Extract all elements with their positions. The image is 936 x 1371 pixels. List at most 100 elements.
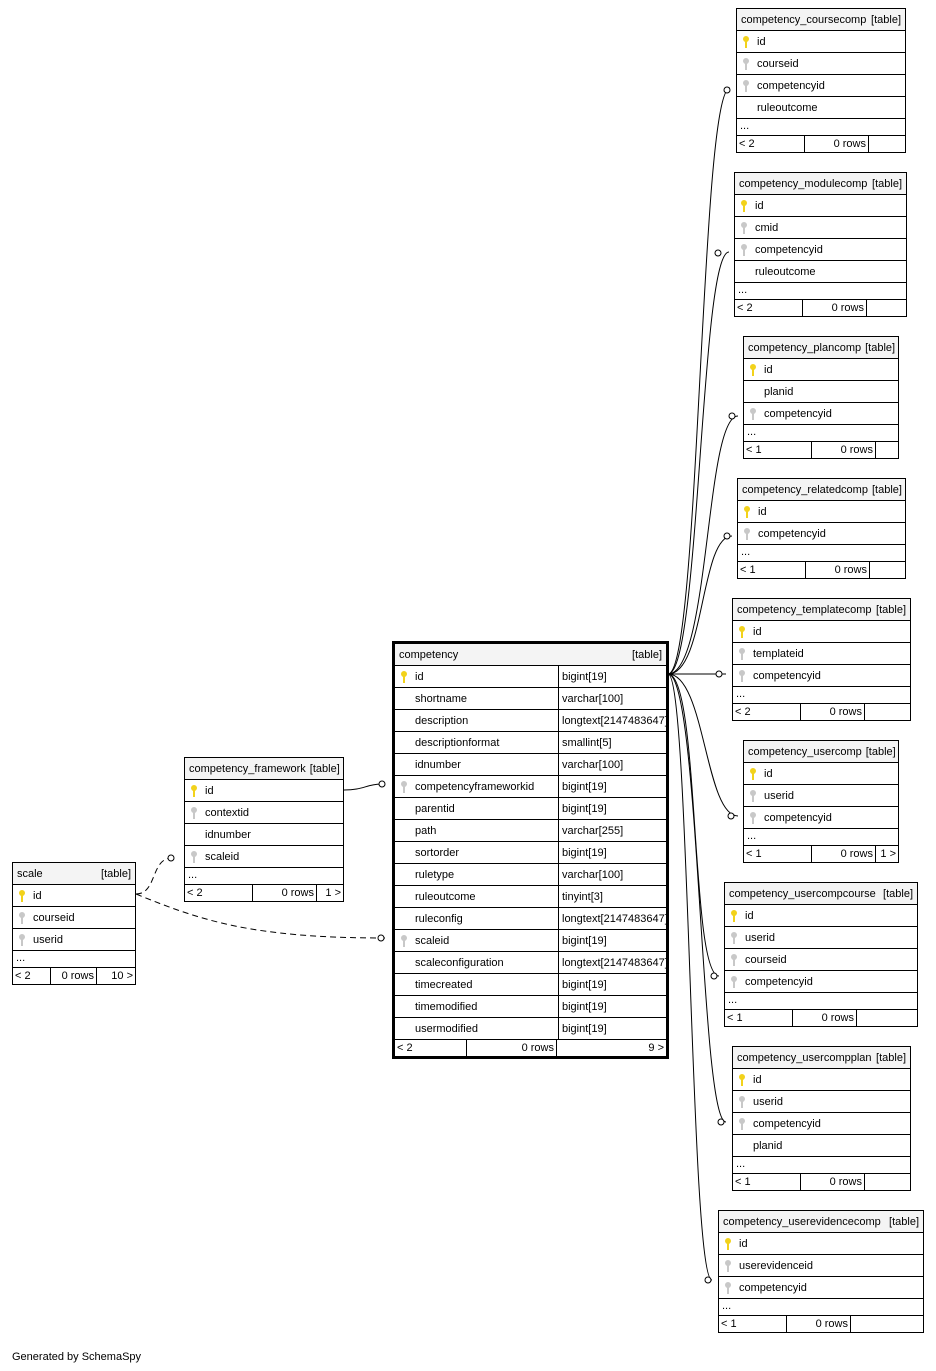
column-row[interactable]: idnumber [185,824,343,846]
column-row[interactable]: ruleoutcome [737,97,905,119]
children-count[interactable] [865,1174,910,1190]
column-row[interactable]: scaleid [185,846,343,868]
parents-count[interactable]: < 2 [185,885,253,901]
children-count[interactable]: 1 > [880,848,896,860]
table-header[interactable]: competency_modulecomp[table] [735,173,906,195]
children-count[interactable] [865,704,910,720]
parents-count[interactable]: < 1 [719,1316,787,1332]
parents-count[interactable]: < 1 [744,846,812,862]
column-row[interactable]: id [719,1233,923,1255]
column-row[interactable]: competencyid [744,403,898,425]
column-row[interactable]: id [733,621,910,643]
column-row[interactable]: competencyid [725,971,917,993]
parents-count[interactable]: < 2 [735,300,803,316]
table-header[interactable]: scale[table] [13,863,135,885]
parents-count[interactable]: < 1 [725,1010,793,1026]
column-row[interactable]: competencyid [719,1277,923,1299]
children-count[interactable] [876,442,898,458]
column-row[interactable]: courseid [737,53,905,75]
column-row[interactable]: id [733,1069,910,1091]
table-header[interactable]: competency_usercomp[table] [744,741,898,763]
children-count[interactable]: 10 > [111,970,133,982]
column-row[interactable]: id [725,905,917,927]
children-count[interactable] [867,300,906,316]
column-row[interactable]: id [737,31,905,53]
column-row[interactable]: planid [733,1135,910,1157]
column-row[interactable]: cmid [735,217,906,239]
children-count[interactable] [870,562,905,578]
column-row[interactable]: id [735,195,906,217]
children-count[interactable]: 1 > [325,887,341,899]
table-header[interactable]: competency_userevidencecomp[table] [719,1211,923,1233]
column-row[interactable]: competencyid [738,523,905,545]
children-count[interactable] [869,136,905,152]
column-row[interactable]: id [744,763,898,785]
column-row[interactable]: id [738,501,905,523]
column-row[interactable]: ruleoutcome [735,261,906,283]
column-row[interactable]: competencyid [735,239,906,261]
column-row[interactable]: templateid [733,643,910,665]
table-header[interactable]: competency_framework[table] [185,758,343,780]
parents-count[interactable]: < 2 [13,968,51,984]
column-row[interactable]: competencyid [744,807,898,829]
column-row[interactable]: courseid [13,907,135,929]
table-header[interactable]: competency_usercompcourse[table] [725,883,917,905]
table-header[interactable]: competency_plancomp[table] [744,337,898,359]
children-count[interactable] [851,1316,923,1332]
column-row[interactable]: competencyid [737,75,905,97]
table-header[interactable]: competency_coursecomp[table] [737,9,905,31]
column-row[interactable]: id [13,885,135,907]
column-row[interactable]: competencyid [733,665,910,687]
column-row[interactable]: id [185,780,343,802]
parents-count[interactable]: < 2 [733,704,801,720]
parents-count[interactable]: < 2 [395,1040,467,1056]
column-row[interactable]: userid [733,1091,910,1113]
column-row[interactable]: contextid [185,802,343,824]
column-row[interactable]: userid [13,929,135,951]
table-header[interactable]: competency[table] [395,644,666,666]
table-header[interactable]: competency_usercompplan[table] [733,1047,910,1069]
column-row[interactable]: courseid [725,949,917,971]
parents-count[interactable]: < 1 [733,1174,801,1190]
table-header[interactable]: competency_relatedcomp[table] [738,479,905,501]
children-count[interactable]: 9 > [648,1042,664,1054]
table-header[interactable]: competency_templatecomp[table] [733,599,910,621]
parents-count[interactable]: < 1 [738,562,806,578]
column-row[interactable]: id [744,359,898,381]
children-count[interactable] [857,1010,917,1026]
column-row[interactable]: userid [725,927,917,949]
column-row[interactable]: userid [744,785,898,807]
column-row[interactable]: userevidenceid [719,1255,923,1277]
column-row[interactable]: competencyid [733,1113,910,1135]
column-row[interactable]: planid [744,381,898,403]
parents-count[interactable]: < 1 [744,442,812,458]
